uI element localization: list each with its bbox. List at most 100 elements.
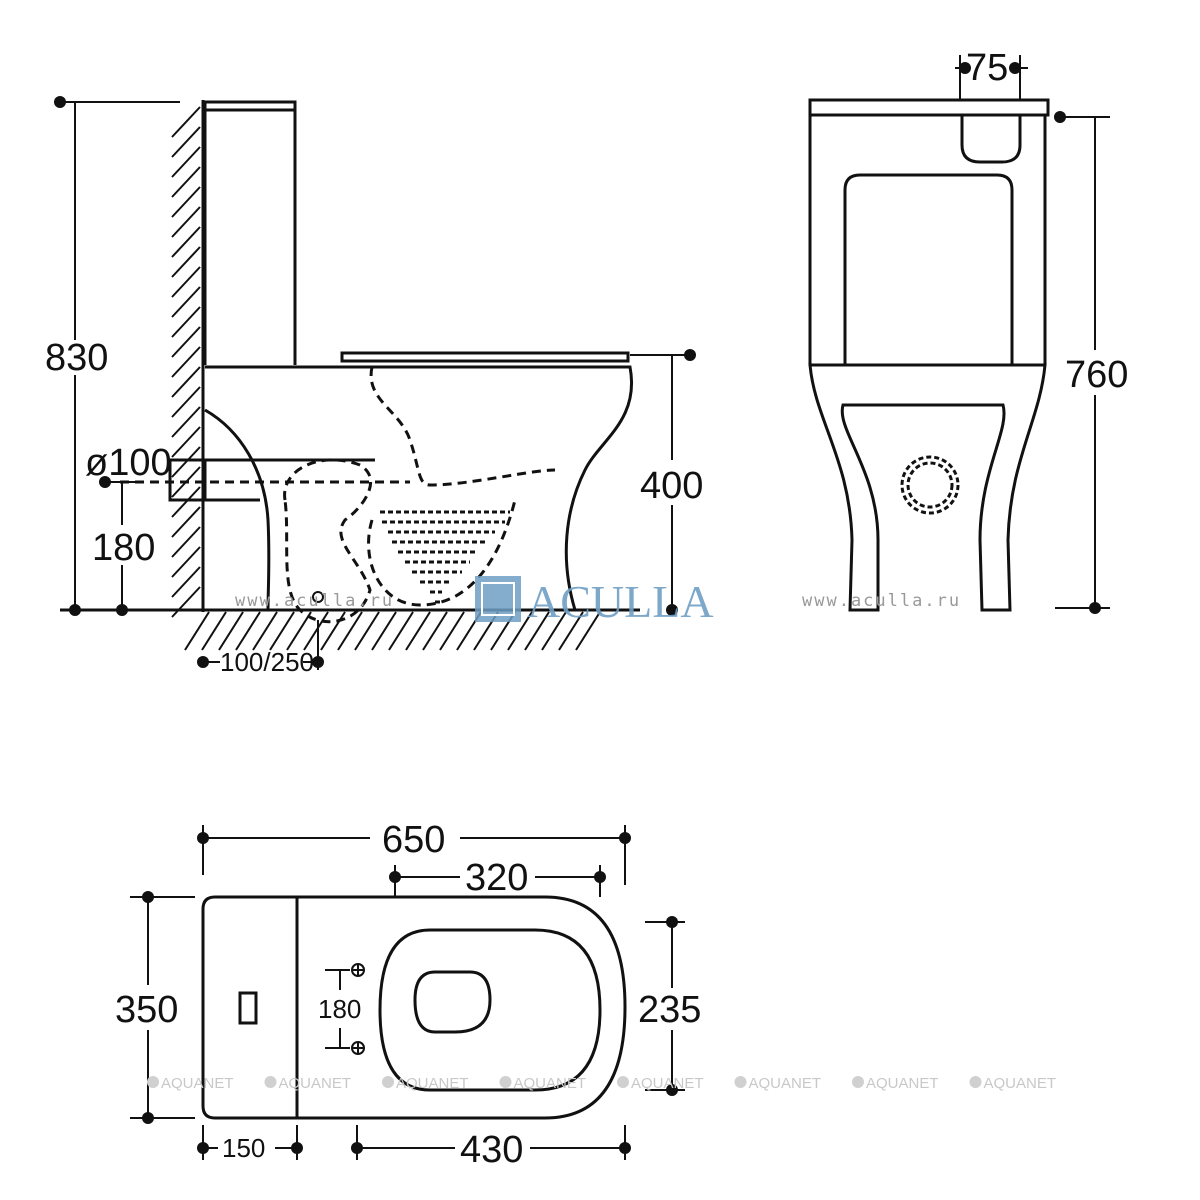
hatch-line xyxy=(171,166,201,198)
dim-button-75: 75 xyxy=(966,47,1008,89)
hatch-line xyxy=(286,611,312,651)
aquanet-watermarks: AQUANET AQUANET AQUANET AQUANET AQUANET AQUAN… xyxy=(147,1075,1056,1092)
side-view: 830 ø100 180 400 100/250 xyxy=(45,96,703,677)
aquanet-logo-icon xyxy=(734,1076,747,1088)
dim-tank-150: 150 xyxy=(222,1133,265,1163)
aquanet-logo-icon xyxy=(147,1076,159,1088)
top-dimension-lines xyxy=(130,825,685,1160)
hatch-line xyxy=(171,506,201,538)
hatch-line xyxy=(171,106,201,138)
hatch-line xyxy=(388,611,414,651)
hatch-line xyxy=(171,446,201,478)
watermark-aquanet: AQUANET xyxy=(749,1075,822,1092)
hatch-line xyxy=(171,326,201,358)
hatch-line xyxy=(171,526,201,558)
tank-front xyxy=(808,115,1047,365)
aquanet-logo-icon xyxy=(969,1076,982,1088)
hatch-line xyxy=(171,226,201,258)
hatch-line xyxy=(171,266,201,298)
front-view: 75 760 xyxy=(808,47,1128,614)
trap-hidden-2 xyxy=(367,499,517,607)
dim-mount-180: 180 xyxy=(318,994,361,1024)
watermark-aquanet: AQUANET xyxy=(631,1075,704,1092)
bowl-side xyxy=(205,365,634,611)
tank-side xyxy=(203,100,297,365)
dim-width-350: 350 xyxy=(115,989,178,1031)
dim-height-830: 830 xyxy=(45,337,108,379)
seat-top xyxy=(378,928,602,1092)
front-dimension-lines xyxy=(955,55,1110,614)
trap-hidden xyxy=(369,366,556,487)
hatch-line xyxy=(218,611,244,651)
tank-lid-front xyxy=(808,98,1050,117)
flush-button xyxy=(960,115,1022,164)
hatch-line xyxy=(171,386,201,418)
hatch-line xyxy=(171,146,201,178)
hatch-line xyxy=(252,611,278,651)
hatch-line xyxy=(575,611,601,651)
watermark-site-2: www.aculla.ru xyxy=(802,591,961,611)
bowl-front xyxy=(808,363,1047,612)
hatch-line xyxy=(320,611,346,651)
hatch-line xyxy=(184,611,210,651)
hatch-line xyxy=(171,366,201,398)
aquanet-logo-icon xyxy=(264,1076,277,1088)
aquanet-logo-icon xyxy=(382,1076,394,1088)
dim-seat-height: 400 xyxy=(640,465,703,507)
dim-length-650: 650 xyxy=(382,819,445,861)
hatch-line xyxy=(405,611,431,651)
hatch-line xyxy=(439,611,465,651)
hatch-line xyxy=(171,186,201,218)
hatch-line xyxy=(171,206,201,238)
hatch-line xyxy=(337,611,363,651)
floor-bolt xyxy=(312,591,324,603)
mount-holes xyxy=(325,963,365,1055)
hatch-line xyxy=(171,566,201,598)
dim-pipe-diameter: ø100 xyxy=(85,442,172,484)
floor-hatching xyxy=(184,611,601,651)
aculla-logo-text: ACULLA xyxy=(527,576,714,627)
hatch-line xyxy=(171,426,201,458)
hatch-line xyxy=(371,611,397,651)
outline-top xyxy=(201,895,627,1120)
dim-height-760: 760 xyxy=(1065,354,1128,396)
hatch-line xyxy=(269,611,295,651)
hatch-line xyxy=(422,611,448,651)
aquanet-logo-icon xyxy=(617,1076,629,1088)
dim-seat-width-235: 235 xyxy=(638,989,701,1031)
bowl-opening xyxy=(413,970,492,1034)
hatch-line xyxy=(507,611,533,651)
hatch-line xyxy=(171,306,201,338)
water-surface xyxy=(380,510,510,604)
watermark-aquanet: AQUANET xyxy=(514,1075,587,1092)
bowl-foot-curve xyxy=(204,408,271,611)
hatch-line xyxy=(171,406,201,438)
hatch-line xyxy=(171,546,201,578)
side-dimension-lines xyxy=(54,96,696,670)
hatch-line xyxy=(171,286,201,318)
watermark-site-1: www.aculla.ru xyxy=(235,591,394,611)
dim-wall-offset: 100/250 xyxy=(220,647,314,677)
hatch-line xyxy=(558,611,584,651)
watermark-aquanet: AQUANET xyxy=(161,1075,234,1092)
outlet-circle xyxy=(900,455,960,515)
dim-bowl-430: 430 xyxy=(460,1129,523,1171)
watermark-aquanet: AQUANET xyxy=(866,1075,939,1092)
seat-side xyxy=(340,351,630,363)
hatch-line xyxy=(303,611,329,651)
hatch-line xyxy=(354,611,380,651)
hatch-line xyxy=(171,126,201,158)
hatch-line xyxy=(524,611,550,651)
hatch-line xyxy=(171,346,201,378)
aquanet-logo-icon xyxy=(852,1076,864,1088)
drain-pipe xyxy=(168,458,375,502)
dim-seat-offset-320: 320 xyxy=(465,857,528,899)
flush-button-top xyxy=(238,991,258,1025)
wall-hatching xyxy=(171,106,201,618)
hatch-line xyxy=(171,246,201,278)
watermark-aquanet: AQUANET xyxy=(984,1075,1057,1092)
hatch-line xyxy=(541,611,567,651)
watermark-aquanet: AQUANET xyxy=(396,1075,469,1092)
outlet-circle-inner xyxy=(906,461,954,509)
